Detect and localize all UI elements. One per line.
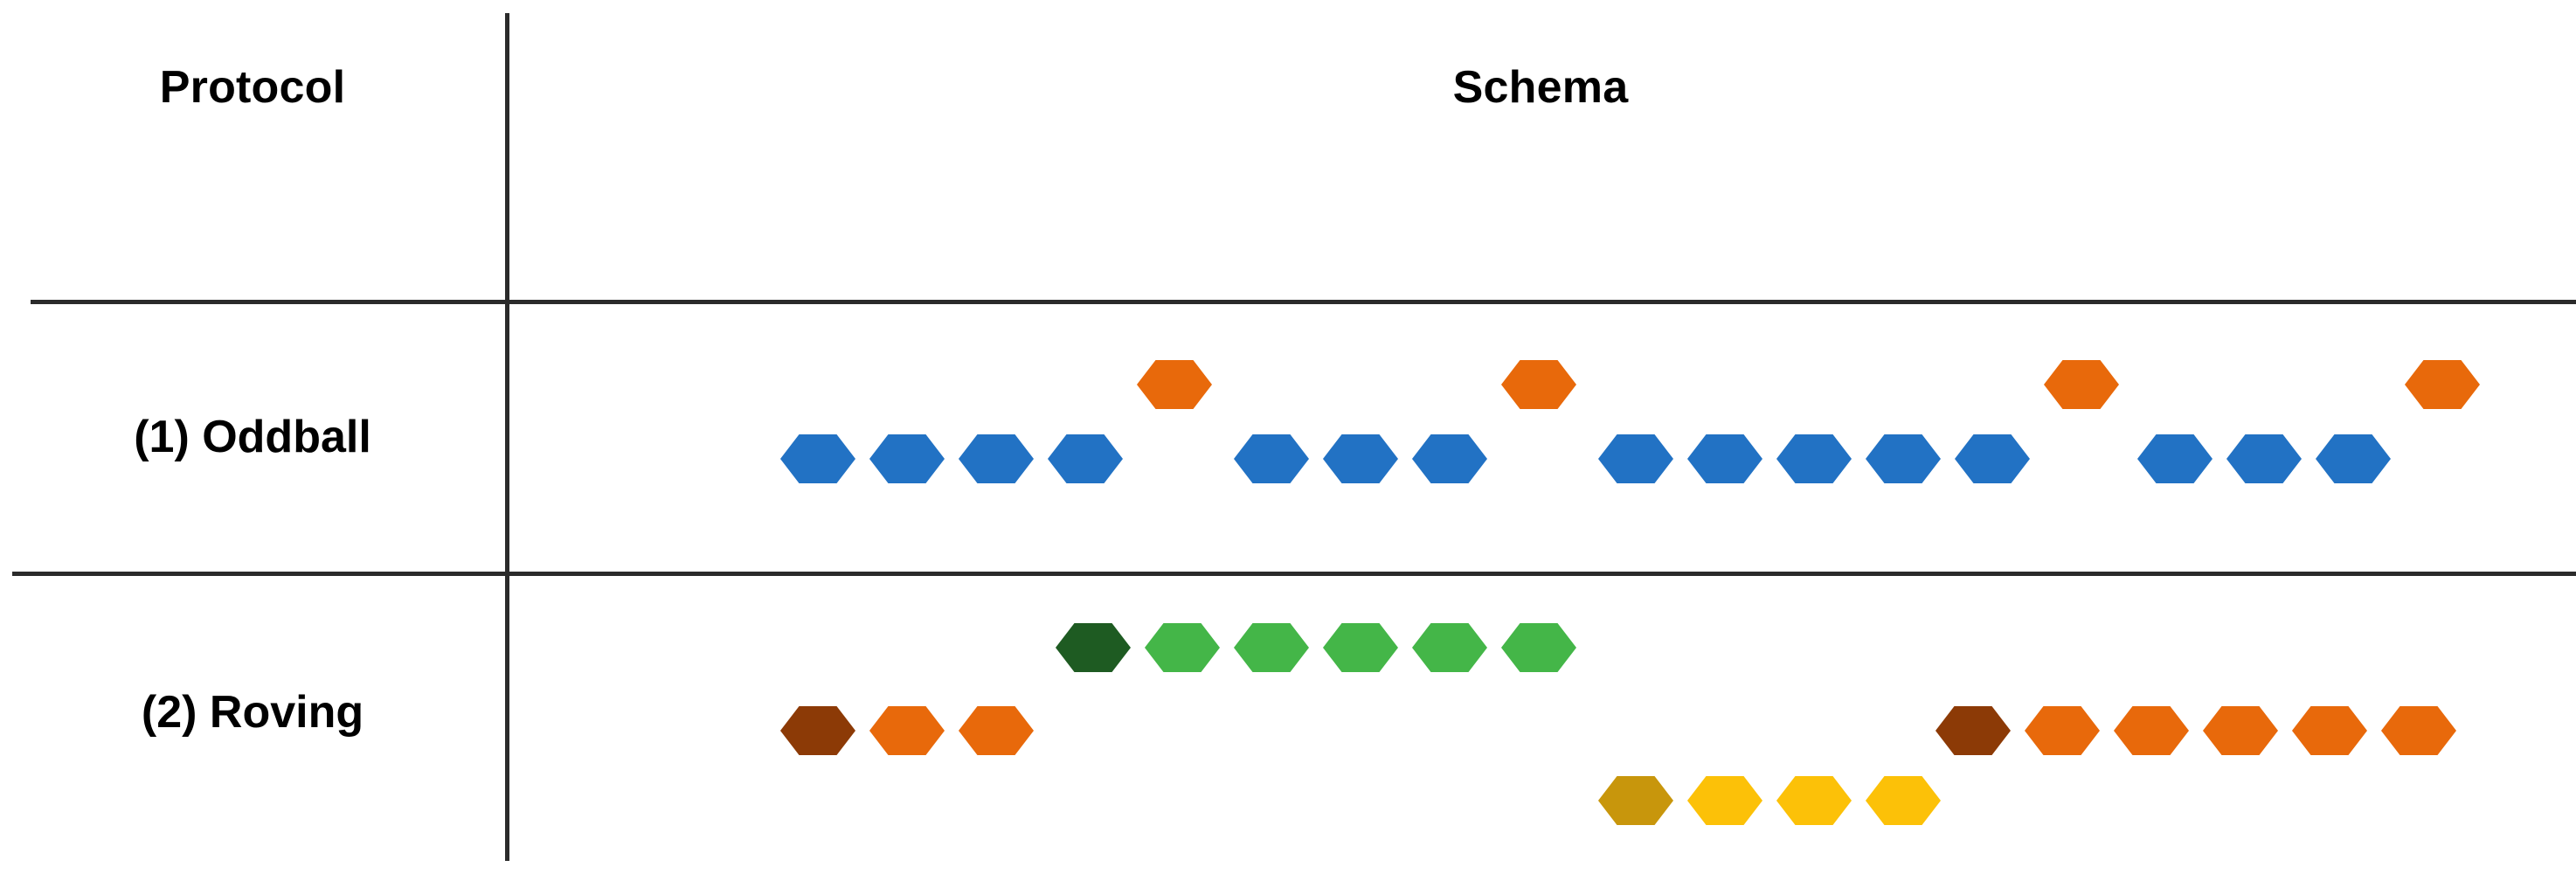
hexagon-train-d — [2025, 706, 2100, 755]
row-label-oddball: (1) Oddball — [134, 412, 371, 462]
hexagon-standard — [1687, 434, 1762, 483]
hexagon-train-d — [2114, 706, 2189, 755]
column-header-schema: Schema — [1452, 62, 1629, 113]
hexagon-train-b — [1412, 623, 1487, 672]
hexagon-standard — [2226, 434, 2302, 483]
hexagon-train-d-first — [1935, 706, 2011, 755]
row-divider-rule — [12, 572, 2576, 576]
hexagon-train-a-first — [780, 706, 855, 755]
hexagon-standard — [869, 434, 945, 483]
hexagon-standard — [1048, 434, 1123, 483]
hexagon-train-b — [1323, 623, 1398, 672]
hexagon-standard — [1776, 434, 1852, 483]
hexagon-train-b-first — [1056, 623, 1131, 672]
hexagon-train-c-first — [1598, 776, 1673, 825]
hexagon-train-b — [1234, 623, 1309, 672]
column-divider-vertical-rule — [505, 13, 509, 861]
row-label-roving: (2) Roving — [141, 687, 364, 738]
hexagon-train-d — [2381, 706, 2456, 755]
hexagon-standard — [2137, 434, 2212, 483]
hexagon-standard — [1234, 434, 1309, 483]
hexagon-standard — [1598, 434, 1673, 483]
hexagon-standard — [780, 434, 855, 483]
hexagon-deviant — [2405, 360, 2480, 409]
hexagon-train-b — [1501, 623, 1576, 672]
hexagon-standard — [1323, 434, 1398, 483]
hexagon-deviant — [1137, 360, 1212, 409]
hexagon-standard — [959, 434, 1034, 483]
hexagon-train-a — [959, 706, 1034, 755]
hexagon-train-c — [1776, 776, 1852, 825]
hexagon-standard — [1412, 434, 1487, 483]
hexagon-train-a — [869, 706, 945, 755]
hexagon-deviant — [1501, 360, 1576, 409]
hexagon-train-b — [1145, 623, 1220, 672]
hexagon-standard — [2316, 434, 2391, 483]
hexagon-train-d — [2292, 706, 2367, 755]
hexagon-deviant — [2044, 360, 2119, 409]
header-bottom-rule — [31, 300, 2576, 304]
column-header-protocol: Protocol — [159, 62, 346, 113]
hexagon-train-c — [1687, 776, 1762, 825]
hexagon-train-d — [2203, 706, 2278, 755]
hexagon-standard — [1866, 434, 1941, 483]
hexagon-standard — [1955, 434, 2030, 483]
hexagon-train-c — [1866, 776, 1941, 825]
